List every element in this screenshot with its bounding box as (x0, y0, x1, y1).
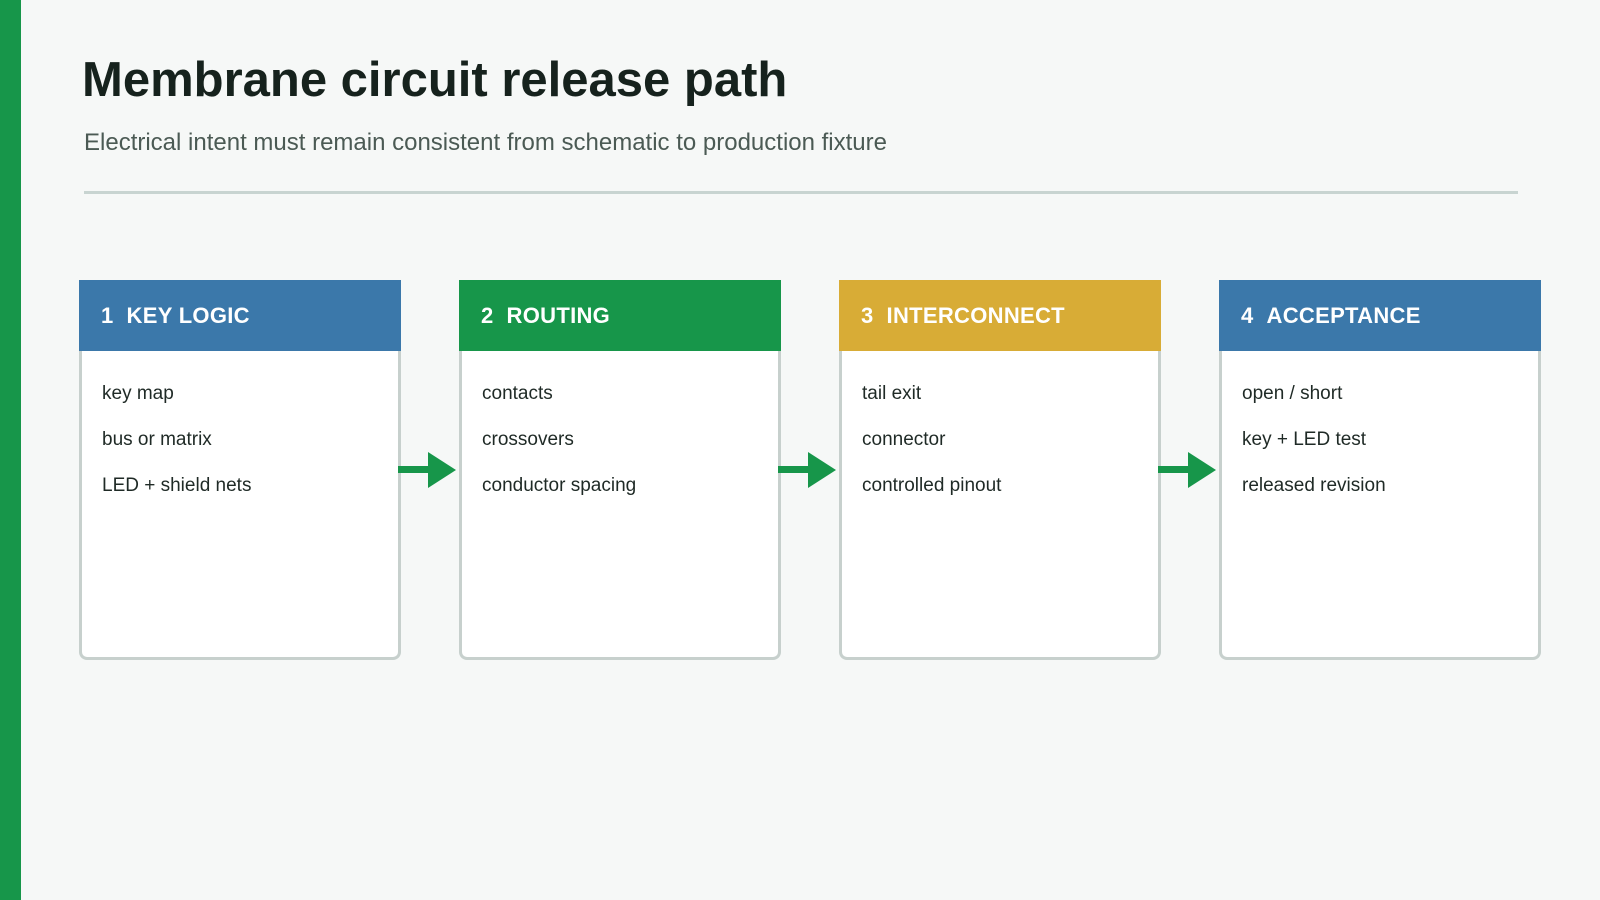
stage-header: 3 INTERCONNECT (839, 280, 1161, 351)
stage-title: ROUTING (506, 302, 611, 328)
stage-item: key + LED test (1242, 429, 1367, 450)
stage-header: 1 KEY LOGIC (79, 280, 401, 351)
stage-item: controlled pinout (862, 475, 1002, 496)
stage-card-routing: 2 ROUTING contacts crossovers conductor … (459, 280, 781, 660)
stage-item: bus or matrix (102, 429, 212, 450)
stage-number: 2 (481, 302, 494, 328)
stage-item-list: open / short key + LED test released rev… (1242, 383, 1386, 521)
stage-item-list: contacts crossovers conductor spacing (482, 383, 636, 521)
stage-item: released revision (1242, 475, 1386, 496)
stage-card-interconnect: 3 INTERCONNECT tail exit connector contr… (839, 280, 1161, 660)
stage-item: connector (862, 429, 946, 450)
title-divider (84, 191, 1518, 194)
page-subtitle: Electrical intent must remain consistent… (84, 129, 887, 156)
arrow-right-icon (1158, 452, 1216, 488)
stage-number: 1 (101, 302, 114, 328)
stage-item: open / short (1242, 383, 1343, 404)
stage-title: ACCEPTANCE (1266, 302, 1421, 328)
stage-number: 4 (1241, 302, 1254, 328)
stage-item: tail exit (862, 383, 922, 404)
stage-item: contacts (482, 383, 553, 404)
stage-item: crossovers (482, 429, 574, 450)
stage-item-list: tail exit connector controlled pinout (862, 383, 1001, 521)
stage-number: 3 (861, 302, 874, 328)
stage-title: INTERCONNECT (886, 302, 1065, 328)
stage-item-list: key map bus or matrix LED + shield nets (102, 383, 251, 521)
stage-card-acceptance: 4 ACCEPTANCE open / short key + LED test… (1219, 280, 1541, 660)
stage-item: key map (102, 383, 174, 404)
stage-header: 4 ACCEPTANCE (1219, 280, 1541, 351)
arrow-right-icon (398, 452, 456, 488)
stage-header: 2 ROUTING (459, 280, 781, 351)
stage-item: LED + shield nets (102, 475, 252, 496)
stage-title: KEY LOGIC (126, 302, 250, 328)
arrow-right-icon (778, 452, 836, 488)
page-title: Membrane circuit release path (82, 53, 788, 107)
accent-bar (0, 0, 21, 900)
stage-item: conductor spacing (482, 475, 637, 496)
stage-card-key-logic: 1 KEY LOGIC key map bus or matrix LED + … (79, 280, 401, 660)
